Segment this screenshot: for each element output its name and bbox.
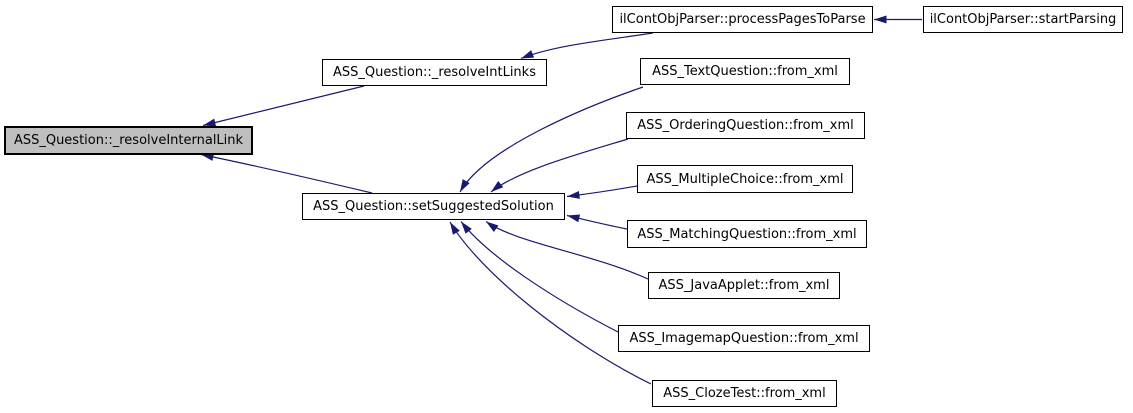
edge-processpages-resolveintlinks <box>520 32 654 60</box>
edge-imagemap-setsuggested <box>460 221 619 333</box>
node-start-parsing[interactable]: ilContObjParser::startParsing <box>923 6 1123 33</box>
node-resolve-int-links[interactable]: ASS_Question::_resolveIntLinks <box>322 59 547 86</box>
edge-multiplechoice-setsuggested <box>566 185 638 199</box>
edge-ordering-setsuggested <box>490 138 629 193</box>
node-process-pages-to-parse[interactable]: ilContObjParser::processPagesToParse <box>612 6 873 33</box>
edge-matching-setsuggested <box>566 214 628 230</box>
edge-resolveintlinks-resolveinternallink <box>202 85 365 127</box>
node-resolve-internal-link: ASS_Question::_resolveInternalLink <box>4 126 253 155</box>
node-java-applet-from-xml[interactable]: ASS_JavaApplet::from_xml <box>648 272 840 299</box>
node-matching-question-from-xml[interactable]: ASS_MatchingQuestion::from_xml <box>627 220 867 248</box>
edge-textquestion-setsuggested <box>459 86 644 193</box>
edge-javaapplet-setsuggested <box>485 221 649 280</box>
node-cloze-test-from-xml[interactable]: ASS_ClozeTest::from_xml <box>652 380 837 407</box>
node-imagemap-question-from-xml[interactable]: ASS_ImagemapQuestion::from_xml <box>618 325 870 352</box>
node-set-suggested-solution[interactable]: ASS_Question::setSuggestedSolution <box>302 193 565 220</box>
edge-setsuggested-resolveinternallink <box>200 153 373 194</box>
edge-clozetest-setsuggested <box>449 221 652 385</box>
node-multiple-choice-from-xml[interactable]: ASS_MultipleChoice::from_xml <box>637 165 853 193</box>
node-ordering-question-from-xml[interactable]: ASS_OrderingQuestion::from_xml <box>626 112 865 139</box>
node-text-question-from-xml[interactable]: ASS_TextQuestion::from_xml <box>640 58 850 85</box>
